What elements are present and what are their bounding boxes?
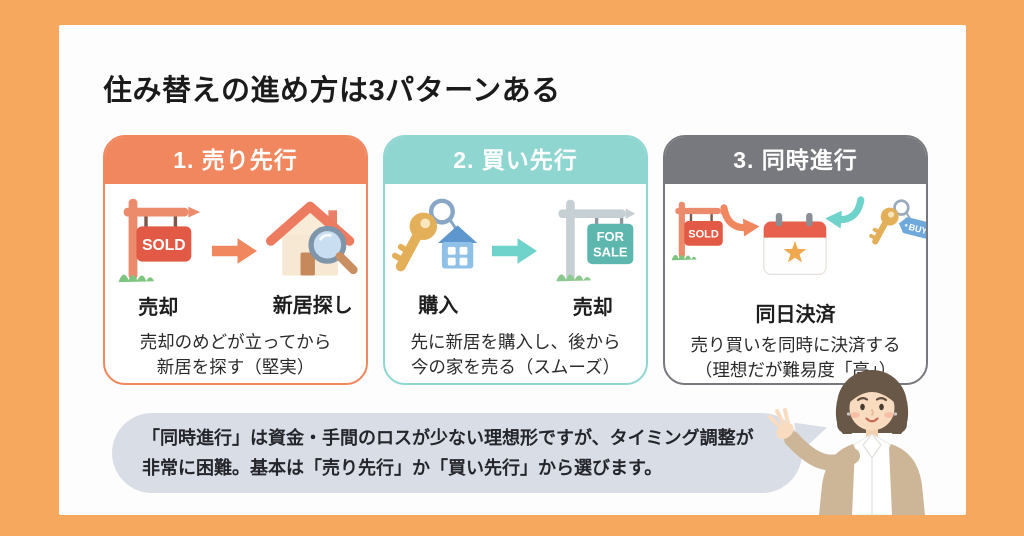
svg-text:SOLD: SOLD bbox=[688, 229, 719, 241]
step-sell: SOLD 売却 bbox=[105, 194, 212, 320]
step-find-home-label: 新居探し bbox=[272, 295, 353, 317]
svg-text:FOR: FOR bbox=[596, 229, 624, 244]
curved-arrow-left-icon bbox=[825, 196, 865, 229]
card-buy-first-description: 先に新居を購入し、後から 今の家を売る（スムーズ） bbox=[410, 332, 621, 377]
curved-arrow-right-icon bbox=[720, 204, 760, 237]
card-simultaneous-header: 3. 同時進行 bbox=[665, 137, 926, 184]
same-day-settlement-label: 同日決済 bbox=[755, 304, 836, 326]
card-buy-first-icons: 購入 FOR SALE bbox=[385, 194, 646, 322]
calendar-icon bbox=[762, 212, 827, 275]
card-buy-first-header: 2. 買い先行 bbox=[385, 137, 646, 184]
card-buy-first: 2. 買い先行 bbox=[383, 135, 648, 385]
svg-text:SALE: SALE bbox=[593, 244, 628, 259]
arrow-right-icon bbox=[211, 234, 260, 273]
main-panel: 住み替えの進め方は3パターンある 1. 売り先行 SOLD bbox=[59, 25, 966, 515]
svg-text:SOLD: SOLD bbox=[142, 237, 186, 254]
house-search-icon bbox=[265, 201, 358, 276]
bubble-text-line1: 「同時進行」は資金・手間のロスが少ない理想形ですが、タイミング調整が bbox=[142, 428, 754, 448]
step-buy: 購入 bbox=[385, 194, 492, 318]
sold-sign-icon: SOLD bbox=[119, 198, 201, 283]
card-sell-first-description: 売却のめどが立ってから 新居を探す（堅実） bbox=[139, 332, 332, 377]
card-sell-first: 1. 売り先行 SOLD 売却 bbox=[103, 135, 368, 385]
pattern-cards: 1. 売り先行 SOLD 売却 bbox=[103, 135, 928, 385]
step-find-home: 新居探し bbox=[260, 194, 367, 318]
card-simultaneous-icons: SOLD bbox=[665, 192, 926, 301]
advisor-speech-bubble: 「同時進行」は資金・手間のロスが少ない理想形ですが、タイミング調整が 非常に困難… bbox=[112, 413, 802, 493]
step-sell-later-label: 売却 bbox=[572, 297, 613, 319]
step-sell-later: FOR SALE 売却 bbox=[540, 194, 647, 320]
svg-text:BUY: BUY bbox=[908, 222, 928, 236]
for-sale-sign-icon: FOR SALE bbox=[556, 199, 635, 282]
card-simultaneous-description: 売り買いを同時に決済する （理想だが難易度「高」） bbox=[690, 335, 901, 380]
step-buy-label: 購入 bbox=[418, 295, 459, 317]
bubble-text-line2: 非常に困難。基本は「売り先行」か「買い先行」から選びます。 bbox=[142, 458, 663, 478]
page-title: 住み替えの進め方は3パターンある bbox=[103, 75, 561, 107]
step-sell-label: 売却 bbox=[138, 297, 179, 319]
key-house-icon bbox=[392, 198, 478, 272]
card-sell-first-header: 1. 売り先行 bbox=[105, 137, 366, 184]
advisor-illustration bbox=[768, 369, 925, 515]
key-buy-icon: BUY bbox=[869, 199, 928, 245]
card-sell-first-icons: SOLD 売却 bbox=[105, 194, 366, 322]
card-simultaneous: 3. 同時進行 SOLD bbox=[663, 135, 928, 385]
arrow-right-icon bbox=[491, 234, 540, 273]
